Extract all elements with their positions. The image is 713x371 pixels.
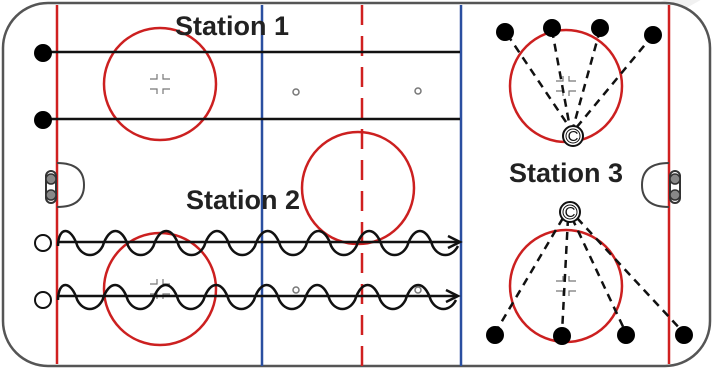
player-station1-bottom [34, 111, 52, 129]
player-station2-bottom [34, 291, 52, 309]
station-2-label: Station 2 [186, 185, 300, 215]
player-station3-top-2 [543, 19, 561, 37]
left-goal-net [45, 170, 57, 204]
hash-mark-top-left [150, 74, 170, 94]
player-station3-top-4 [644, 26, 662, 44]
faceoff-circle-top-left [102, 26, 218, 142]
station2-weave-path-bottom [56, 283, 458, 311]
station-3-label: Station 3 [509, 158, 623, 188]
right-goal-crease [640, 162, 670, 208]
left-goal-crease [56, 162, 86, 208]
faceoff-dot-neutral-1 [292, 88, 300, 96]
player-station3-bottom-2 [553, 327, 571, 345]
hash-mark-bottom-left [150, 279, 170, 299]
player-station2-top [34, 234, 52, 252]
player-station3-bottom-3 [617, 326, 635, 344]
player-station3-top-3 [591, 19, 609, 37]
faceoff-dot-neutral-2 [414, 87, 422, 95]
station3-pass-lines-bottom [493, 217, 685, 334]
station3-pass-lines-top [505, 29, 654, 129]
player-station3-top-1 [496, 23, 514, 41]
coach-marker-top-label: C [568, 128, 579, 145]
station2-weave-path-top [56, 229, 460, 257]
right-goal-net [669, 170, 681, 204]
faceoff-dot-neutral-3 [292, 286, 300, 294]
arrowhead-weave-bottom [445, 288, 461, 304]
coach-marker-bottom-label: C [565, 204, 576, 221]
player-station1-top [34, 44, 52, 62]
player-station3-bottom-4 [675, 326, 693, 344]
faceoff-dot-neutral-4 [414, 286, 422, 294]
station-1-label: Station 1 [175, 11, 289, 41]
player-station3-bottom-1 [486, 326, 504, 344]
coach-marker-top: C [562, 125, 584, 147]
arrowhead-weave-top [447, 234, 463, 250]
coach-marker-bottom: C [559, 201, 581, 223]
